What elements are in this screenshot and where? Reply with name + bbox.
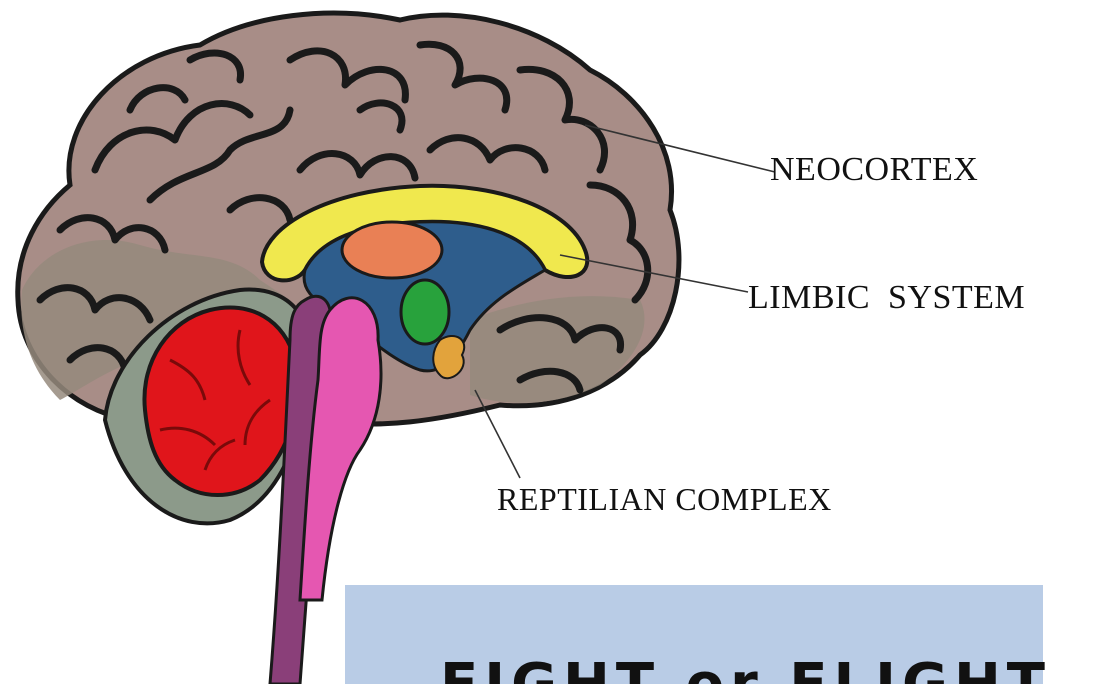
amygdala-shape — [401, 280, 449, 344]
reptilian-complex-label: REPTILIAN COMPLEX — [497, 481, 832, 517]
neocortex-label: NEOCORTEX — [770, 151, 978, 188]
limbic-system-label: LIMBIC SYSTEM — [748, 279, 1025, 316]
inset-caption: FIGHT or FLIGHT — [440, 652, 1051, 684]
fight-or-flight-panel: FIGHT or FLIGHT — [345, 585, 1051, 684]
thalamus-shape — [342, 222, 442, 278]
hypothalamus-shape — [433, 336, 464, 378]
